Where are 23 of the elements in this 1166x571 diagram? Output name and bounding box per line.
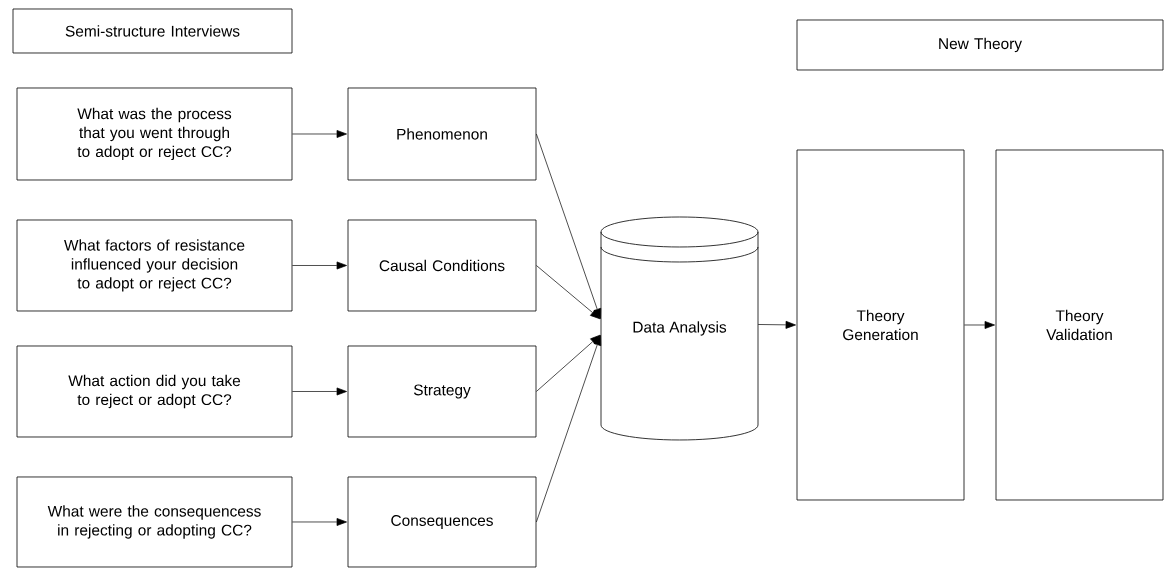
arrow: [292, 261, 347, 270]
process-box: Phenomenon: [347, 87, 537, 181]
question-box: What factors of resistance influenced your decision to adopt or reject CC?: [16, 219, 293, 312]
arrow: [292, 130, 347, 138]
process-box: Consequences: [347, 476, 537, 568]
arrow: [536, 265, 601, 320]
arrow: [536, 133, 602, 319]
arrow: [964, 321, 995, 329]
process-box: Causal Conditions: [347, 219, 537, 312]
question-box: What were the consequencess in rejecting or adopting CC?: [16, 476, 293, 568]
process-box: Theory Validation: [995, 149, 1164, 501]
arrow: [536, 335, 602, 523]
process-box: Strategy: [347, 345, 537, 438]
arrow: [292, 518, 347, 526]
question-box: What action did you take to reject or adopt CC?: [16, 345, 293, 438]
database-cylinder: Data Analysis: [600, 216, 759, 441]
process-box: Theory Generation: [796, 149, 965, 501]
heading-box: New Theory: [796, 19, 1164, 71]
question-box: What was the process that you went through to adopt or reject CC?: [16, 87, 293, 181]
arrow: [536, 334, 601, 392]
heading-box: Semi-structure Interviews: [12, 8, 293, 54]
arrow: [757, 320, 796, 329]
arrow: [292, 387, 347, 396]
